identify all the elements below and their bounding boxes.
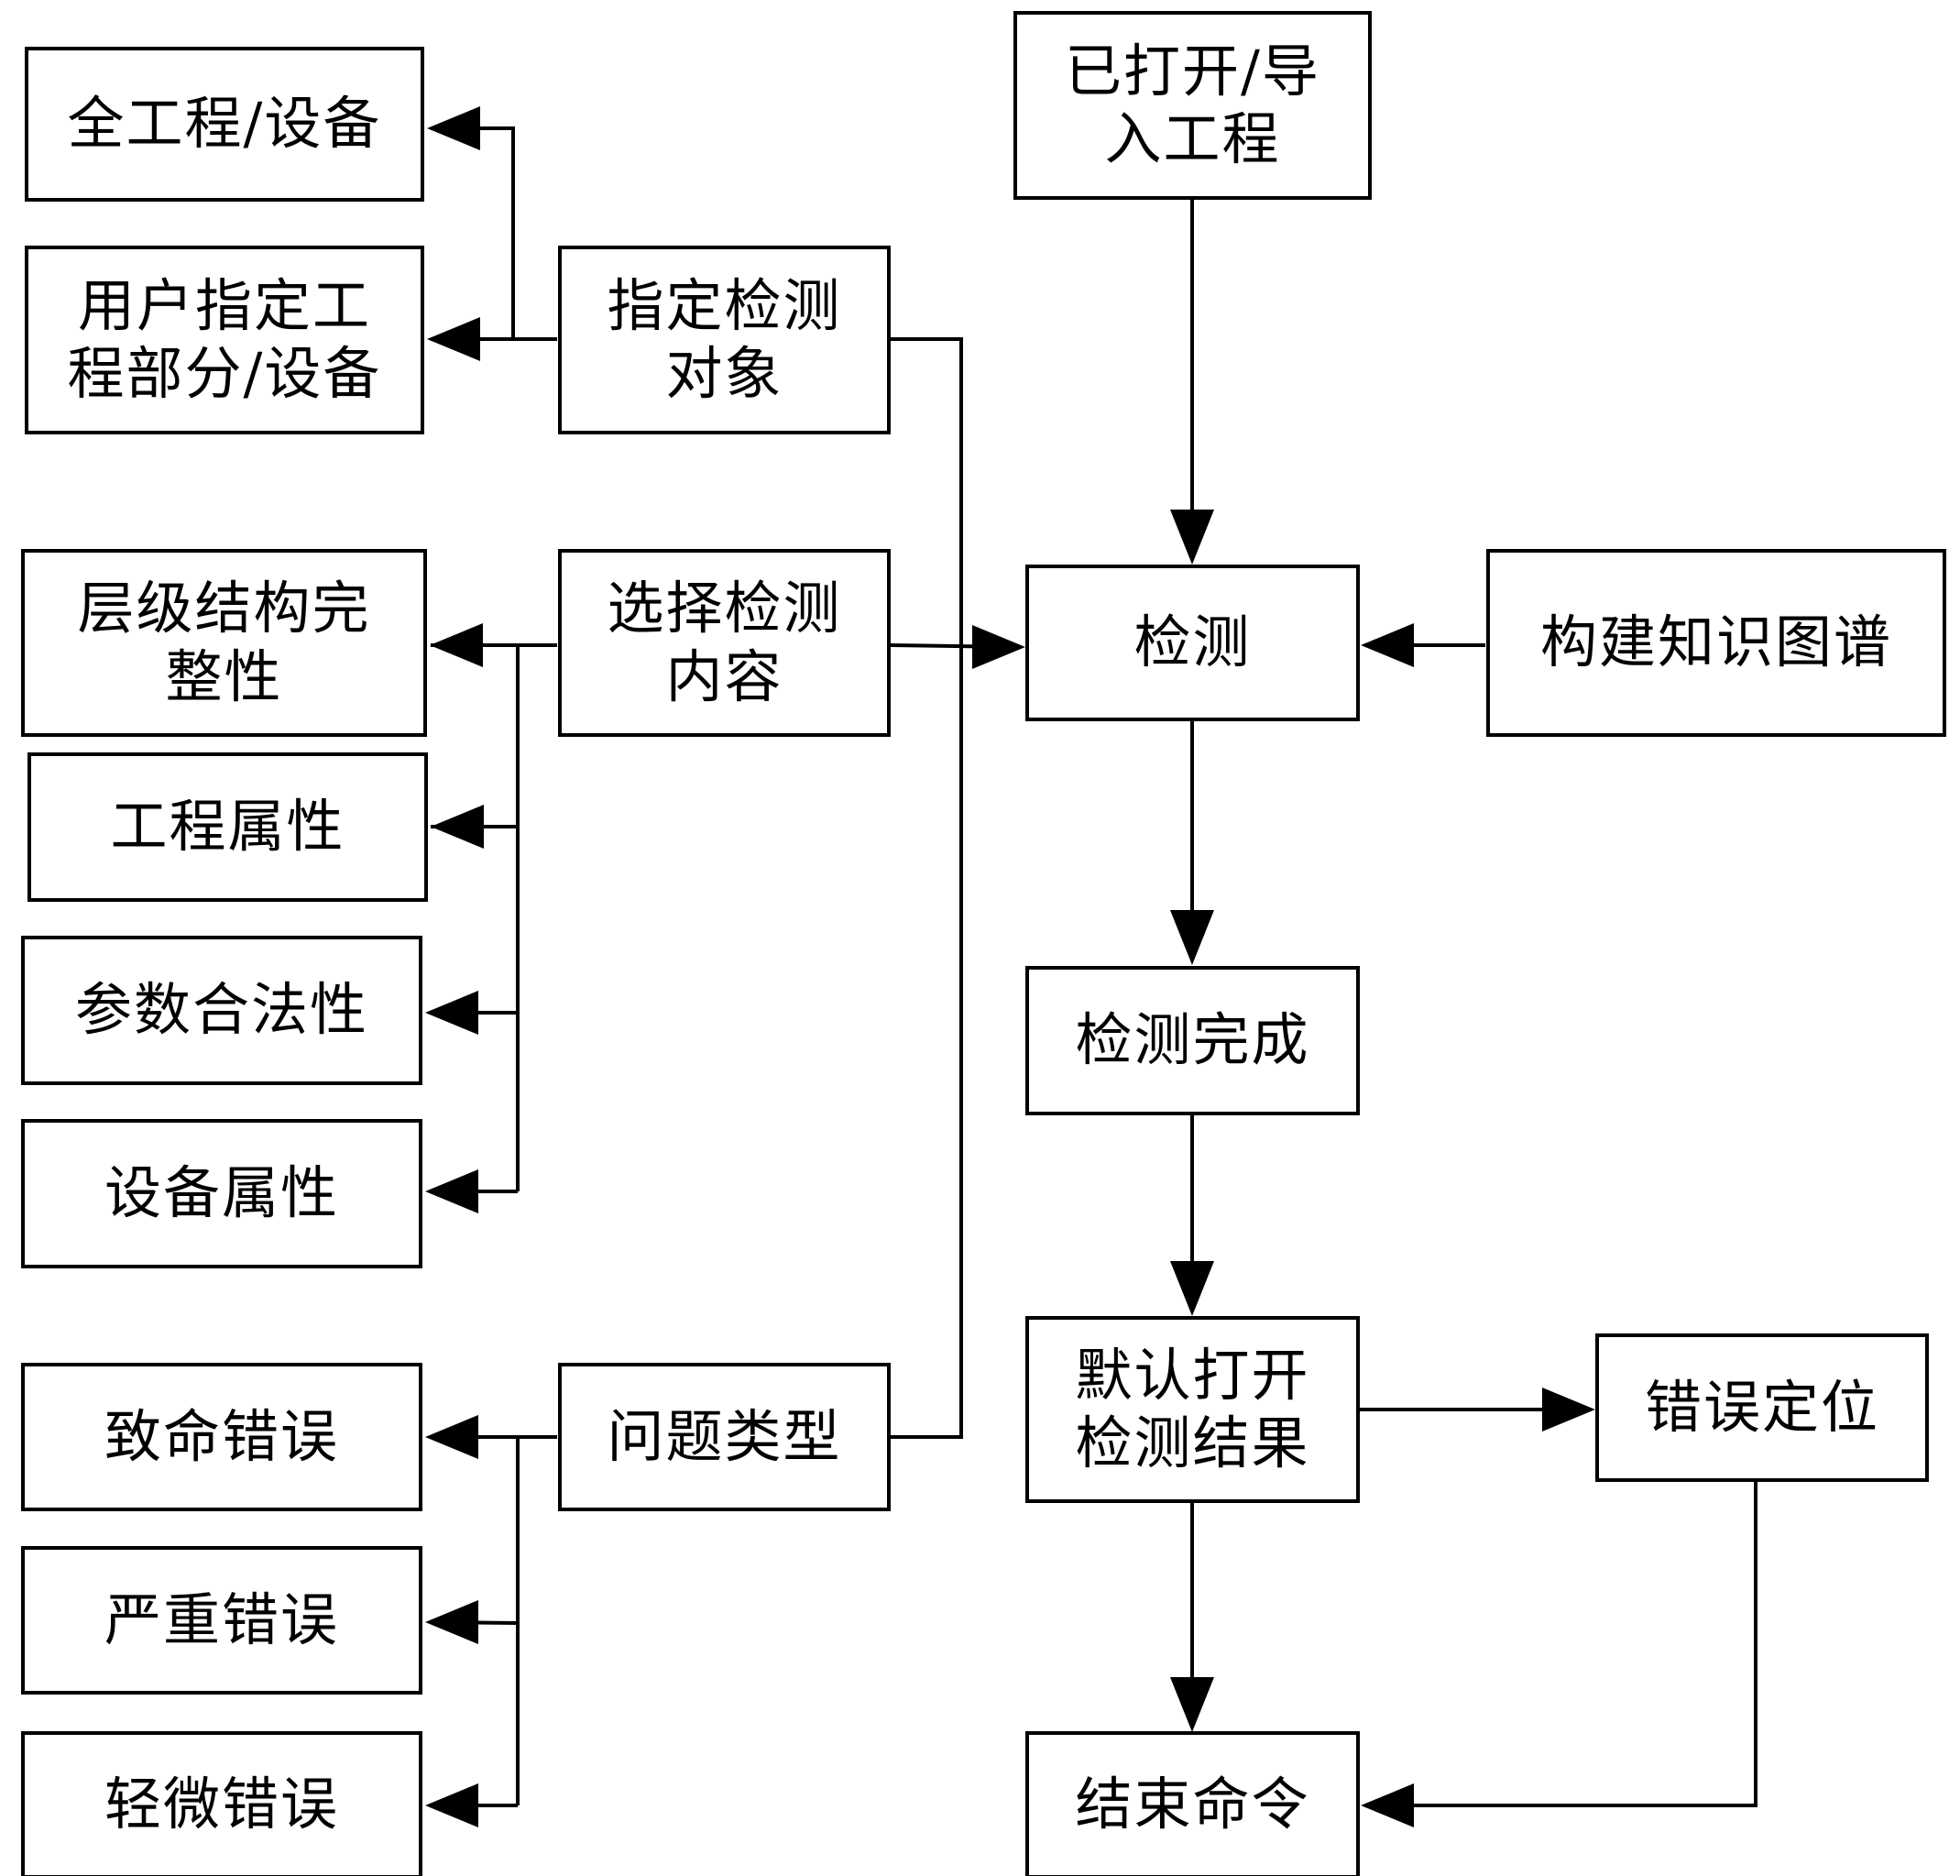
- node-whole-project: 全工程/设备: [25, 47, 424, 202]
- arrowhead: [1170, 1677, 1214, 1732]
- node-label: 工程属性: [110, 793, 345, 861]
- node-label: 错误定位: [1644, 1373, 1879, 1441]
- node-minor-error: 轻微错误: [21, 1731, 422, 1876]
- node-open-results: 默认打开 检测结果: [1025, 1316, 1360, 1503]
- arrowhead: [425, 1600, 478, 1644]
- arrowhead: [1542, 1388, 1595, 1432]
- node-param-legality: 参数合法性: [21, 936, 422, 1085]
- node-label: 指定检测 对象: [607, 271, 842, 407]
- arrowhead: [425, 991, 478, 1035]
- node-label: 检测: [1133, 609, 1252, 676]
- node-project-attributes: 工程属性: [27, 752, 428, 902]
- node-opened-project: 已打开/导 入工程: [1013, 11, 1372, 200]
- arrowhead: [427, 106, 480, 150]
- node-label: 检测完成: [1075, 1006, 1310, 1074]
- node-error-locate: 错误定位: [1595, 1333, 1929, 1482]
- node-serious-error: 严重错误: [21, 1546, 422, 1695]
- node-label: 致命错误: [104, 1402, 339, 1470]
- arrowhead: [431, 805, 484, 849]
- node-label: 层级结构完 整性: [77, 575, 371, 710]
- edge-problem-type-bus: [516, 1435, 557, 1805]
- node-select-content: 选择检测 内容: [558, 549, 891, 737]
- node-label: 严重错误: [104, 1585, 339, 1653]
- node-user-specified: 用户指定工 程部分/设备: [25, 246, 424, 434]
- node-fatal-error: 致命错误: [21, 1363, 422, 1511]
- arrowhead: [427, 317, 480, 361]
- node-label: 问题类型: [607, 1402, 842, 1470]
- node-label: 用户指定工 程部分/设备: [67, 271, 382, 407]
- node-build-knowledge-graph: 构建知识图谱: [1486, 549, 1946, 737]
- node-hierarchy-integrity: 层级结构完 整性: [21, 549, 427, 737]
- arrowhead: [430, 623, 483, 667]
- node-label: 选择检测 内容: [607, 575, 842, 710]
- node-end-command: 结束命令: [1025, 1731, 1360, 1876]
- arrowhead: [1361, 623, 1414, 667]
- node-label: 默认打开 检测结果: [1075, 1341, 1310, 1476]
- arrowhead: [425, 1169, 478, 1213]
- node-label: 已打开/导 入工程: [1065, 37, 1320, 172]
- node-label: 全工程/设备: [67, 90, 382, 158]
- edge-specify-target-to-whole-project: [431, 126, 557, 341]
- node-label: 结束命令: [1075, 1771, 1310, 1838]
- arrowhead: [425, 1415, 478, 1459]
- arrowhead: [1361, 1783, 1414, 1827]
- node-label: 参数合法性: [74, 976, 368, 1044]
- arrowhead: [972, 625, 1025, 669]
- arrowhead: [425, 1783, 478, 1827]
- node-label: 轻微错误: [104, 1771, 339, 1838]
- edge-specify-target-bus: [891, 337, 963, 1439]
- node-specify-target: 指定检测 对象: [558, 246, 891, 434]
- edge-error-locate-to-end: [1364, 1482, 1757, 1807]
- node-problem-type: 问题类型: [558, 1363, 891, 1511]
- node-label: 构建知识图谱: [1539, 609, 1892, 676]
- edge-select-content-bus: [516, 643, 557, 1191]
- node-device-attributes: 设备属性: [21, 1119, 422, 1268]
- node-detect: 检测: [1025, 565, 1360, 721]
- node-detect-done: 检测完成: [1025, 966, 1360, 1115]
- arrowhead: [1170, 1261, 1214, 1316]
- node-label: 设备属性: [104, 1159, 339, 1227]
- arrowhead: [1170, 910, 1214, 965]
- arrowhead: [1170, 510, 1214, 565]
